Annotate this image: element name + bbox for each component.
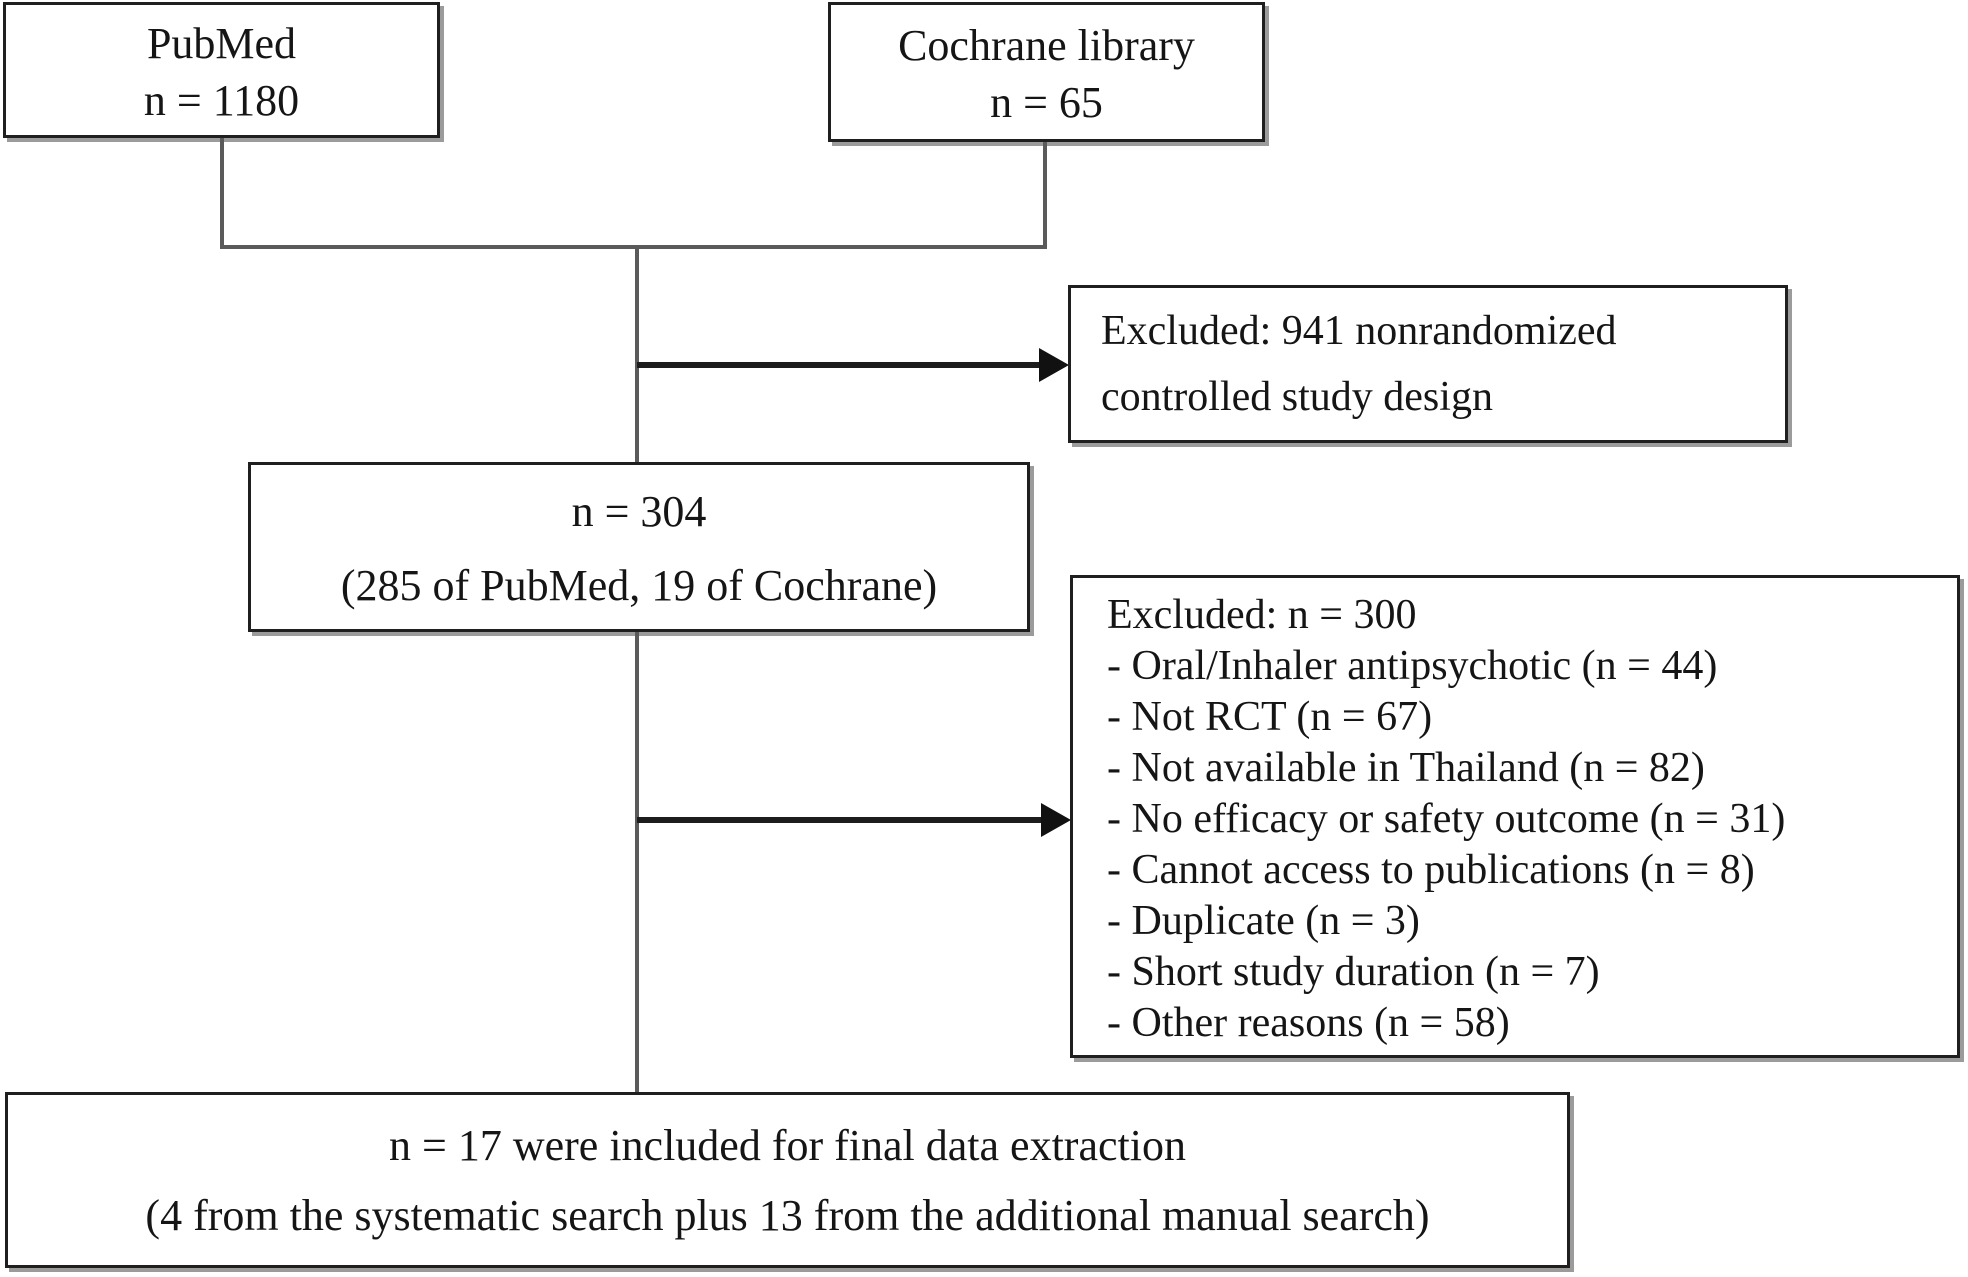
cochrane-count: n = 65 [990, 78, 1103, 127]
excluded-detail-box: Excluded: n = 300 - Oral/Inhaler antipsy… [1070, 575, 1960, 1058]
final-inclusion-detail: (4 from the systematic search plus 13 fr… [145, 1191, 1430, 1240]
exclusion-reason-item: - No efficacy or safety outcome (n = 31) [1107, 796, 1786, 842]
exclusion-reason-item: - Not available in Thailand (n = 82) [1107, 745, 1705, 791]
arrowhead-right-icon [1039, 348, 1069, 382]
exclusion-reason-item: - Not RCT (n = 67) [1107, 694, 1433, 740]
final-inclusion-box: n = 17 were included for final data extr… [5, 1092, 1570, 1268]
exclusion-reason-item: - Other reasons (n = 58) [1107, 1000, 1510, 1046]
excluded-detail-header: Excluded: n = 300 [1107, 592, 1417, 638]
connector-center-to-screened [635, 245, 639, 462]
pubmed-source-label: PubMed [146, 19, 297, 68]
arrow-to-excluded-detail [637, 817, 1041, 823]
screened-count: n = 304 [571, 487, 707, 536]
excluded-nonrandomized-box: Excluded: 941 nonrandomized controlled s… [1068, 285, 1788, 443]
final-inclusion-summary: n = 17 were included for final data extr… [389, 1121, 1186, 1170]
exclusion-reason-item: - Oral/Inhaler antipsychotic (n = 44) [1107, 643, 1718, 689]
excluded-nonrandomized-line2: controlled study design [1101, 374, 1493, 420]
exclusion-reason-item: - Duplicate (n = 3) [1107, 898, 1420, 944]
connector-screened-to-final [635, 632, 639, 1092]
cochrane-box: Cochrane library n = 65 [828, 2, 1265, 142]
connector-pubmed-down [220, 138, 224, 247]
connector-join-horizontal [220, 245, 1047, 249]
excluded-nonrandomized-line1: Excluded: 941 nonrandomized [1101, 308, 1617, 354]
exclusion-reason-item: - Cannot access to publications (n = 8) [1107, 847, 1755, 893]
pubmed-box: PubMed n = 1180 [3, 2, 440, 138]
arrowhead-right-icon [1041, 803, 1071, 837]
cochrane-source-label: Cochrane library [898, 21, 1195, 70]
exclusion-reason-item: - Short study duration (n = 7) [1107, 949, 1600, 995]
connector-cochrane-down [1043, 142, 1047, 247]
screened-records-box: n = 304 (285 of PubMed, 19 of Cochrane) [248, 462, 1030, 632]
pubmed-count: n = 1180 [143, 76, 300, 125]
screened-breakdown: (285 of PubMed, 19 of Cochrane) [340, 561, 938, 610]
arrow-to-excluded-nonrandomized [637, 362, 1039, 368]
